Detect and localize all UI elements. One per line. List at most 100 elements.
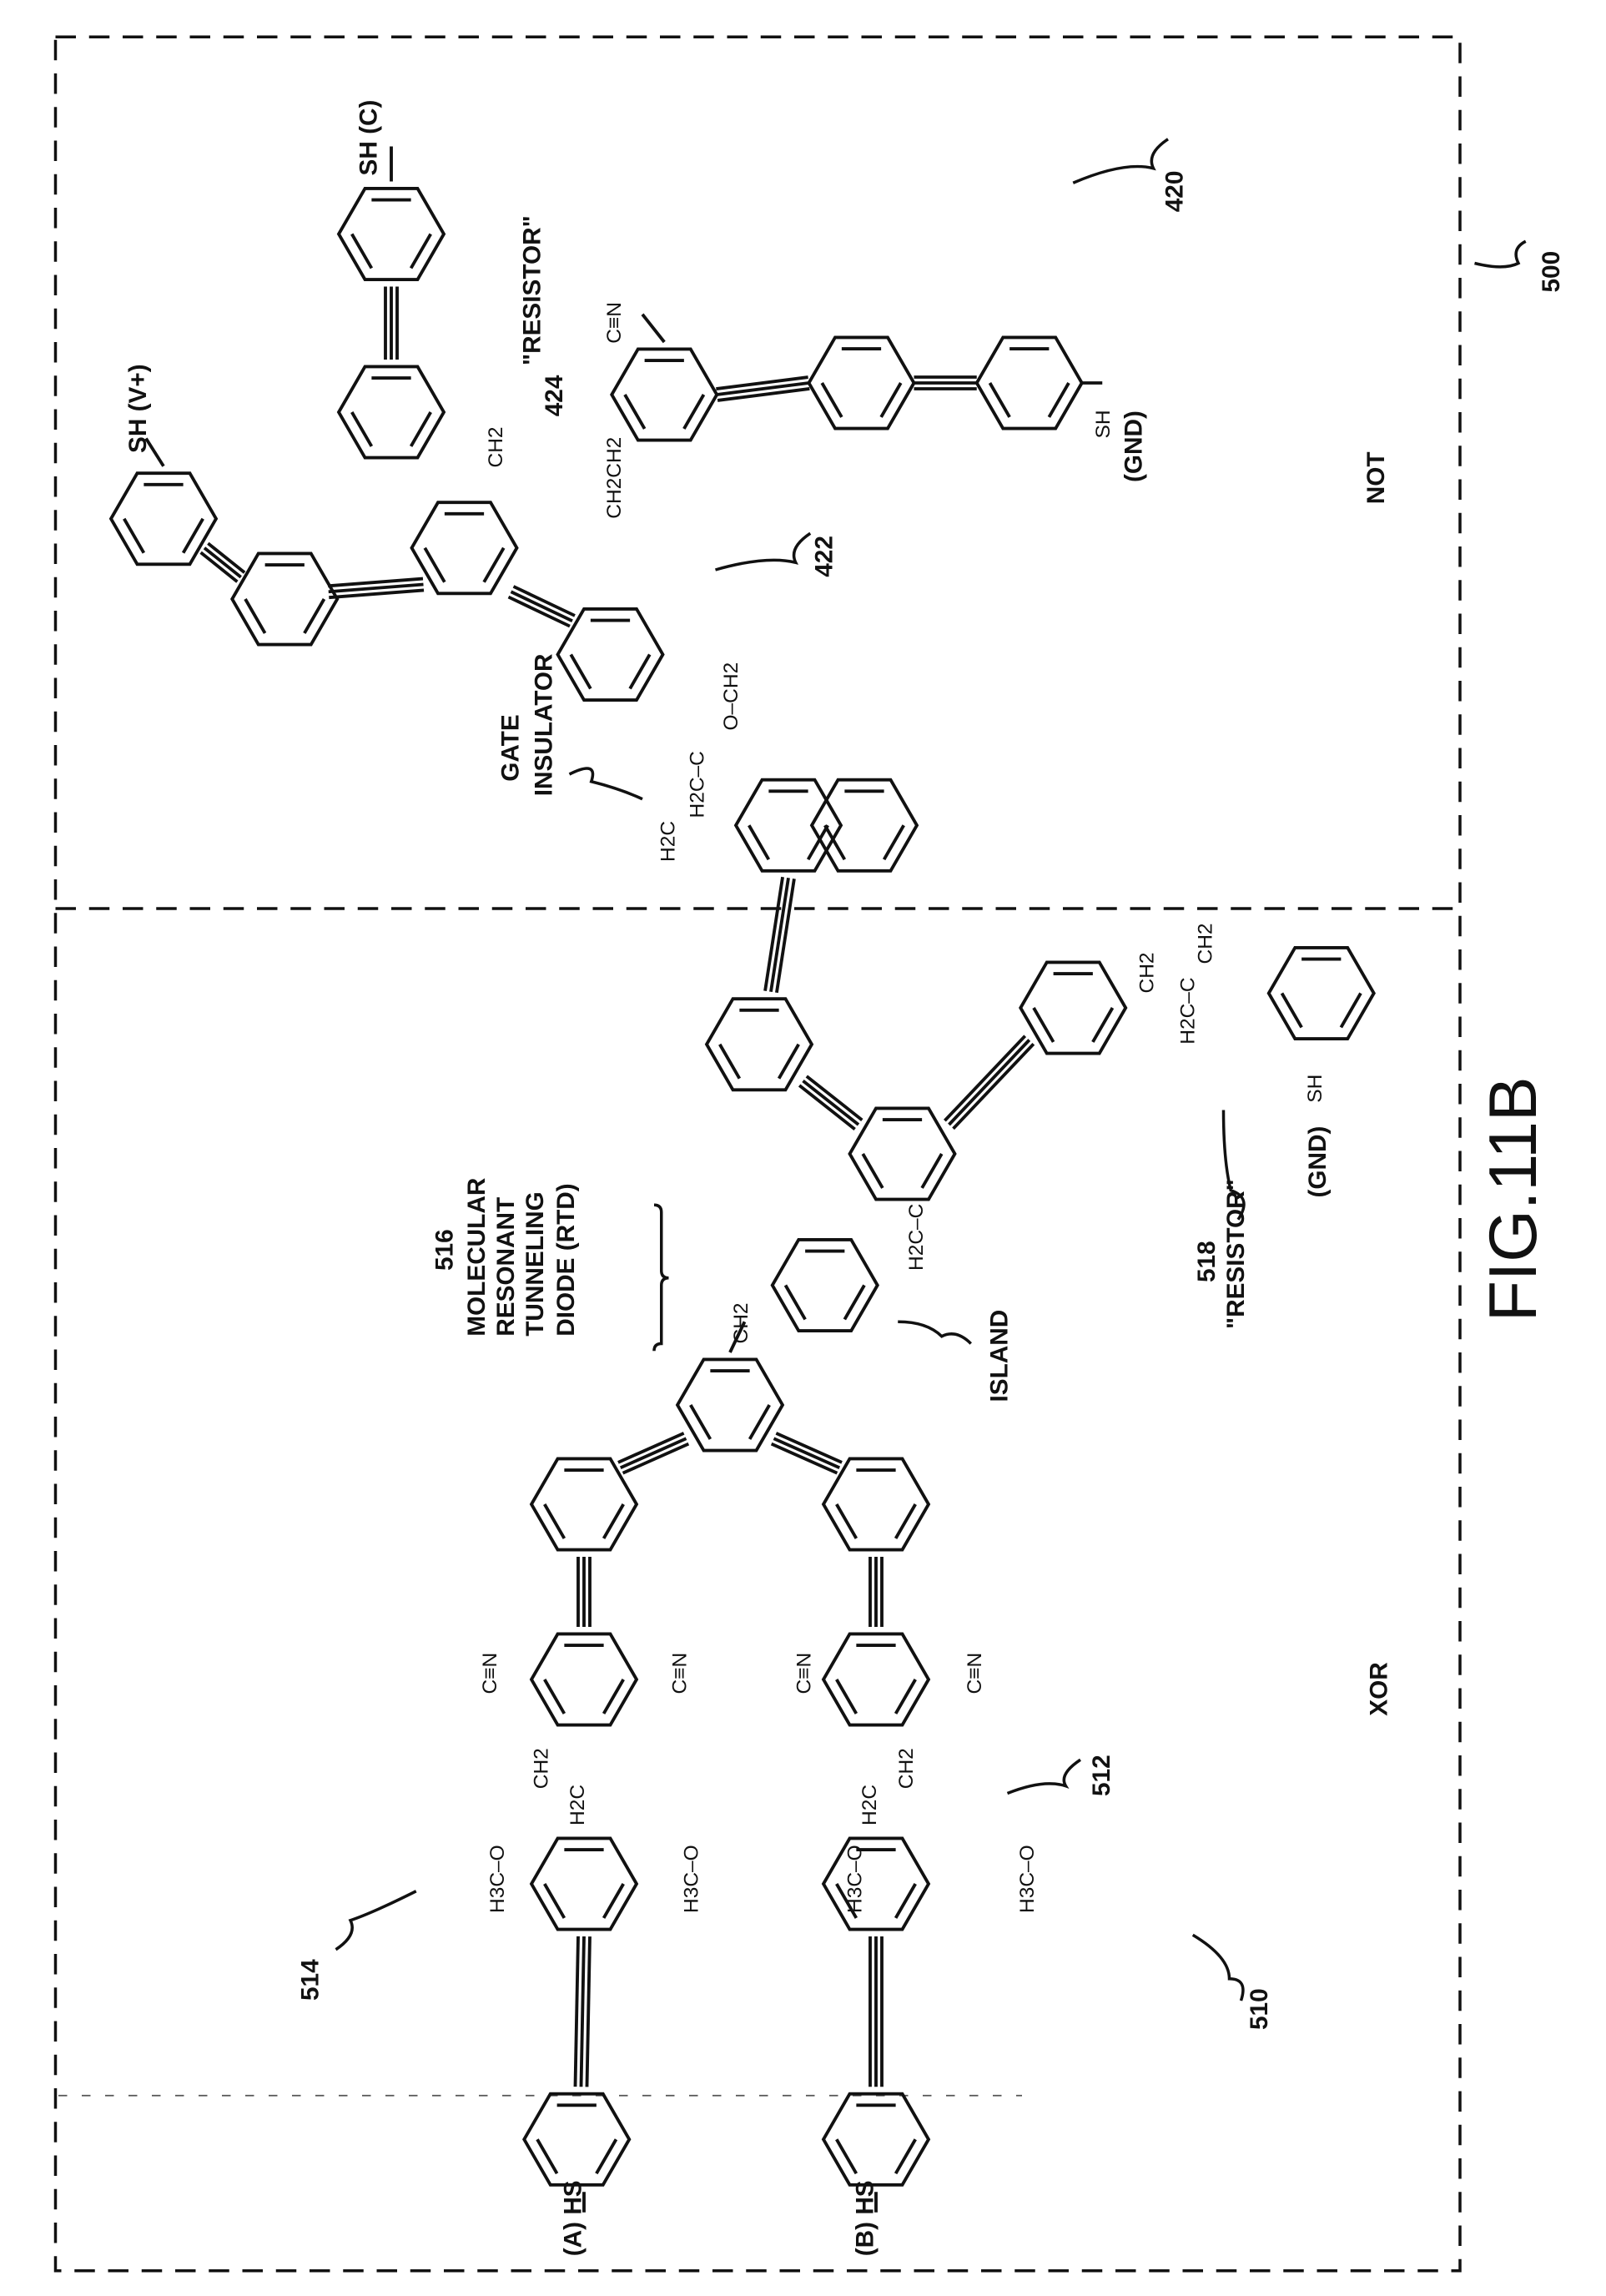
ring-double-bond <box>835 1883 858 1919</box>
triple-bond <box>769 877 790 993</box>
ring-double-bond <box>602 1679 625 1714</box>
chem-sh-gnd-top: SH <box>1092 410 1115 438</box>
triple-bond <box>948 1039 1031 1126</box>
chem-h3co-a2: H3C–O <box>681 1845 703 1913</box>
chem-h2c-a: H2C <box>566 1785 589 1825</box>
arrow-420 <box>1072 138 1169 184</box>
triple-bond <box>805 1075 863 1122</box>
ring-double-bond <box>748 824 771 861</box>
triple-bond <box>199 551 239 583</box>
benzene-ring <box>1019 960 1128 1055</box>
ring-double-bond <box>748 1404 771 1440</box>
chem-h3co-b1: H3C–O <box>844 1845 867 1913</box>
single-bond <box>144 437 165 467</box>
ring-double-bond <box>783 1284 807 1321</box>
label-island: ISLAND <box>986 1310 1014 1402</box>
chem-ch2-424: CH2 <box>485 426 507 467</box>
single-bond <box>728 1321 747 1353</box>
triple-bond <box>717 381 809 396</box>
ring-double-bond <box>835 2138 858 2175</box>
triple-bond <box>510 590 573 622</box>
outer-boundary-500 <box>53 35 1462 2273</box>
triple-bond <box>716 375 808 390</box>
ring-double-bond <box>777 1043 800 1080</box>
benzene-ring <box>974 335 1084 430</box>
triple-bond <box>775 879 796 994</box>
ring-double-bond <box>920 1153 944 1189</box>
chem-ch2-mid1: CH2 <box>1136 952 1159 993</box>
ring-double-bond <box>894 1679 917 1714</box>
ring-double-bond <box>988 382 1011 418</box>
ring-double-bond <box>409 233 432 269</box>
benzene-ring <box>675 1357 785 1453</box>
triple-bond <box>579 1936 586 2087</box>
benzene-ring <box>848 1106 957 1201</box>
chem-cn-a1: C≡N <box>479 1653 501 1694</box>
chem-o-ch2: O–CH2 <box>720 662 743 731</box>
arrow-island <box>898 1320 972 1345</box>
ring-double-bond <box>843 1284 866 1321</box>
ring-double-bond <box>882 824 905 861</box>
label-gnd-top: (GND) <box>1120 410 1148 482</box>
arrow-422 <box>715 531 812 571</box>
benzene-ring <box>529 1632 639 1727</box>
ring-double-bond <box>894 1883 917 1919</box>
ring-double-bond <box>303 598 326 634</box>
ring-double-bond <box>823 824 847 861</box>
chem-h2c-gate: H2C <box>657 821 680 862</box>
label-sh-c: SH (C) <box>355 100 383 176</box>
chem-cn-top: C≡N <box>603 302 626 344</box>
chem-h3co-b2: H3C–O <box>1016 1845 1039 1913</box>
ring-double-bond <box>1280 992 1303 1029</box>
chem-sh-gnd-mid: SH <box>1304 1075 1327 1103</box>
label-gnd-mid: (GND) <box>1304 1126 1332 1198</box>
arrow-514 <box>335 1890 417 1951</box>
ring-double-bond <box>689 1404 712 1440</box>
chem-cn-b2: C≡N <box>964 1653 986 1694</box>
label-resistor-518: "RESISTOR" <box>1222 1179 1250 1329</box>
chem-cn-b1: C≡N <box>793 1653 815 1694</box>
chem-h3co-a1: H3C–O <box>486 1845 509 1913</box>
ring-double-bond <box>536 2138 559 2175</box>
ring-double-bond <box>894 1503 917 1539</box>
arrow-510 <box>1191 1933 1245 2001</box>
label-tunneling: TUNNELING <box>521 1191 549 1337</box>
ring-double-bond <box>350 411 374 447</box>
chem-ch2-mid2: CH2 <box>1195 923 1217 964</box>
ring-double-bond <box>806 824 829 861</box>
chem-h2c-c: H2C–C <box>687 751 709 818</box>
benzene-ring <box>336 186 446 282</box>
dashed-frame <box>53 35 1462 2273</box>
ring-double-bond <box>595 2138 618 2175</box>
ring-double-bond <box>244 598 267 634</box>
benzene-ring <box>733 778 843 873</box>
arrow-gate-insulator <box>568 767 643 801</box>
arrow-512 <box>1006 1758 1081 1795</box>
ring-double-bond <box>350 233 374 269</box>
benzene-ring <box>821 1836 931 1931</box>
ref-420: 420 <box>1161 171 1189 213</box>
triple-bond <box>573 1936 580 2087</box>
chem-ch2ch2: CH2CH2 <box>603 437 626 519</box>
triple-bond <box>585 1936 592 2087</box>
benzene-ring <box>336 365 446 460</box>
benzene-ring <box>410 501 519 596</box>
ref-514: 514 <box>297 1959 325 2001</box>
triple-bond <box>798 1084 856 1131</box>
ring-double-bond <box>879 382 903 418</box>
ring-double-bond <box>409 411 432 447</box>
benzene-ring <box>770 1237 879 1333</box>
ring-double-bond <box>623 394 647 430</box>
ring-double-bond <box>569 653 592 690</box>
arrow-518 <box>1221 1110 1246 1221</box>
chem-ch2-b: CH2 <box>895 1748 918 1789</box>
ref-510: 510 <box>1246 1988 1273 2030</box>
label-resistor-424: "RESISTOR" <box>519 215 546 365</box>
ref-500: 500 <box>1538 251 1565 293</box>
benzene-ring <box>522 2092 632 2187</box>
benzene-ring <box>230 551 340 647</box>
triple-bond <box>507 595 571 628</box>
ref-516: 516 <box>431 1229 459 1271</box>
triple-bond <box>952 1042 1035 1130</box>
